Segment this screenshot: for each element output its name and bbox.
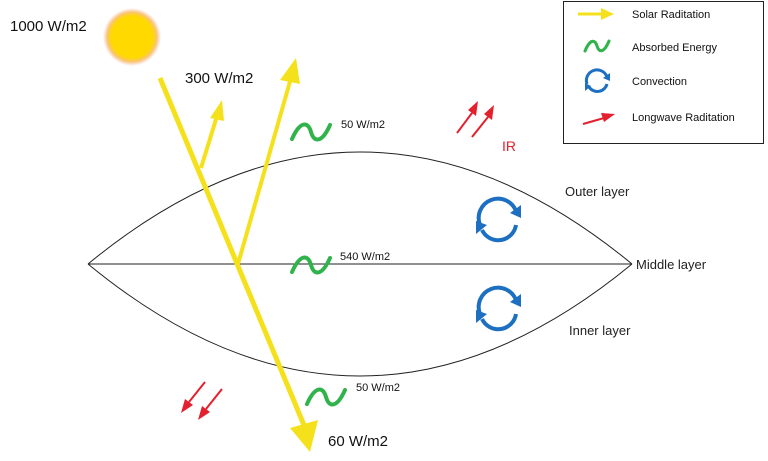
middle-absorbed-label: 540 W/m2 bbox=[340, 251, 390, 263]
absorbed-energy-middle-icon bbox=[290, 255, 332, 275]
legend: Solar Raditation Absorbed Energy Convect… bbox=[563, 1, 764, 144]
transmitted-label: 60 W/m2 bbox=[328, 433, 388, 450]
reflected-outer-arrowhead bbox=[210, 100, 224, 121]
middle-layer-label: Middle layer bbox=[636, 257, 707, 272]
reflected-middle-arrowhead bbox=[280, 58, 300, 84]
solar-rays bbox=[157, 58, 318, 452]
inner-absorbed-label: 50 W/m2 bbox=[356, 382, 400, 394]
legend-item-solar: Solar Raditation bbox=[578, 8, 710, 21]
legend-item-convection: Convection bbox=[584, 68, 687, 93]
inner-layer-label: Inner layer bbox=[569, 323, 631, 338]
incoming-solar-ray bbox=[157, 77, 309, 431]
legend-label: Longwave Raditation bbox=[632, 112, 735, 124]
outer-layer-label: Outer layer bbox=[565, 184, 630, 199]
outer-layer-boundary bbox=[87, 151, 633, 265]
ir-label: IR bbox=[502, 138, 516, 154]
longwave-up-arrow-2 bbox=[471, 116, 489, 138]
green-wave-icon bbox=[583, 39, 611, 53]
red-arrow-icon bbox=[582, 117, 605, 125]
legend-label: Solar Raditation bbox=[632, 9, 710, 21]
legend-item-longwave: Longwave Raditation bbox=[582, 112, 735, 125]
absorbed-energy-outer-icon bbox=[290, 122, 332, 142]
longwave-down-arrows bbox=[181, 381, 223, 420]
convection-inner-icon bbox=[476, 285, 521, 332]
absorbed-energy-inner-icon bbox=[305, 387, 347, 407]
sun-icon bbox=[103, 8, 161, 66]
blue-cycle-icon bbox=[584, 68, 610, 93]
transmitted-arrowhead bbox=[290, 420, 318, 452]
outer-absorbed-label: 50 W/m2 bbox=[341, 119, 385, 131]
incoming-solar-label: 1000 W/m2 bbox=[10, 18, 87, 35]
convection-outer-icon bbox=[476, 196, 521, 243]
longwave-down-arrow-2 bbox=[205, 388, 223, 410]
longwave-up-arrow-1 bbox=[456, 112, 473, 134]
longwave-up-arrows bbox=[456, 101, 494, 138]
legend-label: Absorbed Energy bbox=[632, 42, 717, 54]
legend-item-absorbed: Absorbed Energy bbox=[583, 39, 717, 54]
reflected-ray-outer bbox=[199, 115, 219, 169]
reflected-label: 300 W/m2 bbox=[185, 70, 253, 87]
inner-layer-boundary bbox=[87, 263, 633, 377]
legend-label: Convection bbox=[632, 76, 687, 88]
longwave-down-arrow-1 bbox=[188, 381, 206, 403]
reflected-ray-middle bbox=[236, 77, 293, 265]
